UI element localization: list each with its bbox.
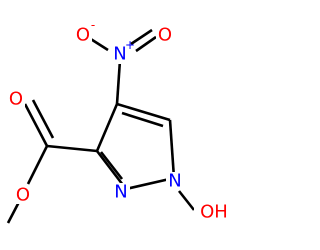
charge-nitro-n: +: [125, 38, 135, 52]
molecule-structure: O - N + O O O N N OH: [6, 18, 234, 224]
atom-ring-n1: N: [168, 171, 181, 192]
bond-carbonyl-c-o-single: [26, 145, 49, 185]
bond-c5-n1: [168, 119, 176, 179]
bond-c3-c4: [95, 103, 119, 152]
bond-carbonyl-c-o-double: [31, 99, 55, 139]
bond-c4-c5: [116, 102, 171, 122]
atom-ester-o-single: O: [16, 185, 30, 206]
atom-ring-n2: N: [114, 182, 127, 203]
bond-c4-c5-double: [121, 111, 164, 128]
bond-c3-carbonyl-c: [46, 144, 98, 153]
charge-nitro-o-top: -: [91, 18, 95, 32]
bond-n2-c3: [95, 150, 128, 190]
atom-nitro-n: N: [113, 44, 126, 65]
bond-nitro-n-o-right-double: [135, 35, 157, 53]
label-masks: [7, 26, 234, 222]
atom-ester-o-carbonyl: O: [9, 89, 23, 110]
bonds: [6, 28, 196, 224]
structure-canvas: O - N + O O O N N OH: [6, 18, 234, 224]
atom-nitro-o-top: O: [76, 25, 90, 46]
atom-hydroxyl: OH: [200, 202, 228, 223]
bond-n2-c3-double: [99, 151, 124, 180]
atom-nitro-o-right: O: [158, 25, 172, 46]
bond-c4-nitro-n: [115, 59, 122, 105]
bond-n1-oh: [177, 190, 196, 211]
bond-carbonyl-c-o: [23, 103, 49, 147]
atom-labels: O - N + O O O N N OH: [9, 18, 228, 223]
bond-nitro-n-o-right: [130, 28, 153, 46]
